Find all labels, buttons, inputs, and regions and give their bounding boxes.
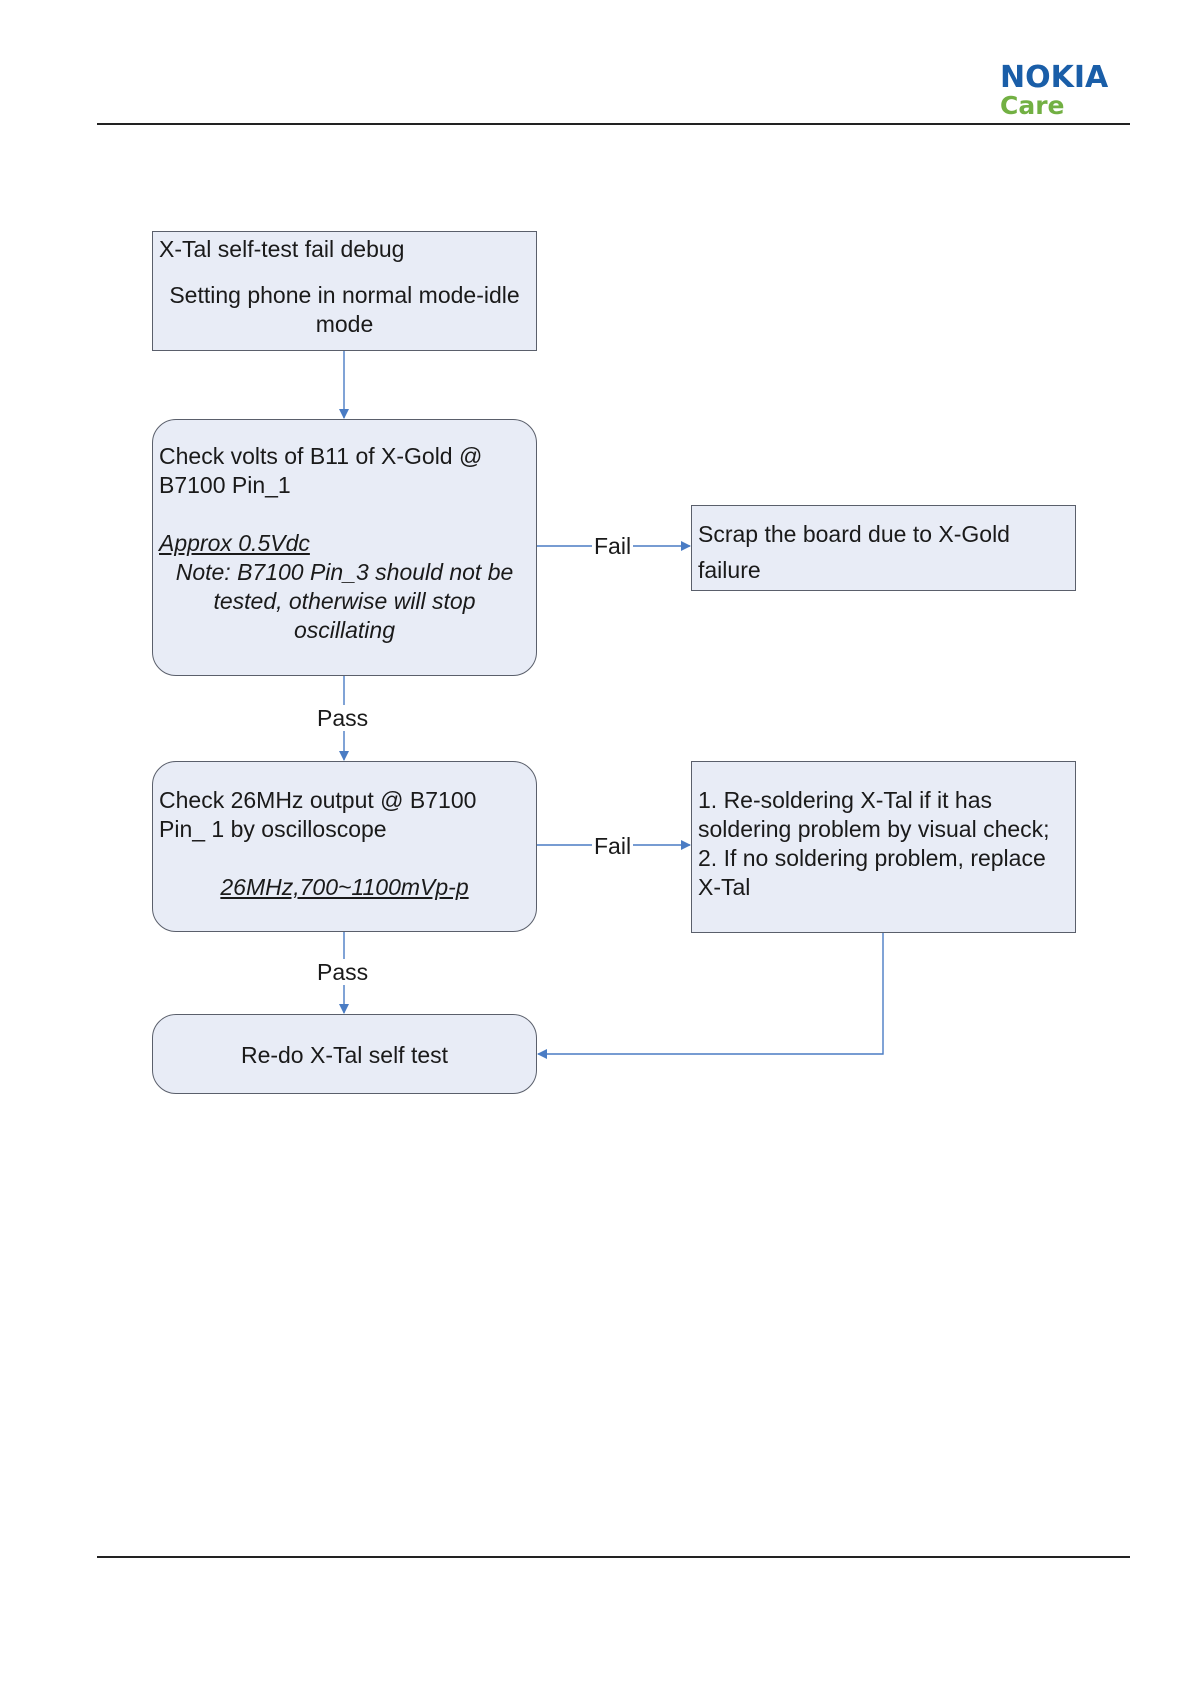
node-volts-line2: B7100 Pin_1 — [159, 472, 291, 498]
node-volts-note1: Note: B7100 Pin_3 should not be — [175, 559, 514, 585]
node-check-26mhz: Check 26MHz output @ B7100 Pin_ 1 by osc… — [152, 761, 537, 932]
edge-resolder-to-redo — [537, 933, 884, 1059]
node-start-line1: Setting phone in normal mode-idle — [169, 282, 520, 308]
logo-brand-text: NOKIA — [1000, 60, 1109, 95]
node-redo-selftest: Re-do X-Tal self test — [152, 1014, 537, 1094]
edge-label-fail-volts: Fail — [592, 533, 634, 559]
node-26mhz-line2: Pin_ 1 by oscilloscope — [159, 816, 387, 842]
node-volts-value: Approx 0.5Vdc — [159, 530, 310, 556]
node-resolder-xtal: 1. Re-soldering X-Tal if it has solderin… — [691, 761, 1076, 933]
node-volts-line1: Check volts of B11 of X-Gold @ — [159, 443, 483, 469]
edge-label-fail-26mhz: Fail — [592, 833, 634, 859]
node-volts-note2: tested, otherwise will stop — [213, 588, 476, 614]
node-resolder-line4: X-Tal — [698, 874, 751, 900]
node-volts-note3: oscillating — [294, 617, 395, 643]
edge-label-pass-26mhz: Pass — [315, 959, 371, 985]
node-resolder-line3: 2. If no soldering problem, replace — [698, 845, 1046, 871]
node-26mhz-value: 26MHz,700~1100mVp-p — [220, 874, 469, 900]
node-start-title: X-Tal self-test fail debug — [159, 236, 405, 262]
edge-label-pass-volts: Pass — [315, 705, 371, 731]
node-resolder-line2: soldering problem by visual check; — [698, 816, 1050, 842]
node-26mhz-line1: Check 26MHz output @ B7100 — [159, 787, 477, 813]
node-resolder-line1: 1. Re-soldering X-Tal if it has — [698, 787, 993, 813]
node-scrap-line2: failure — [698, 557, 761, 583]
node-check-volts: Check volts of B11 of X-Gold @ B7100 Pin… — [152, 419, 537, 676]
node-xtal-selftest-fail: X-Tal self-test fail debug Setting phone… — [152, 231, 537, 351]
node-scrap-board: Scrap the board due to X-Gold failure — [691, 505, 1076, 591]
header-rule — [97, 123, 1130, 125]
logo-sub-text: Care — [1000, 91, 1065, 120]
node-redo-label: Re-do X-Tal self test — [240, 1042, 449, 1068]
nokia-care-logo: NOKIA Care — [1000, 62, 1130, 120]
footer-rule — [97, 1556, 1130, 1558]
node-start-line2: mode — [315, 311, 374, 337]
node-scrap-line1: Scrap the board due to X-Gold — [698, 521, 1010, 547]
